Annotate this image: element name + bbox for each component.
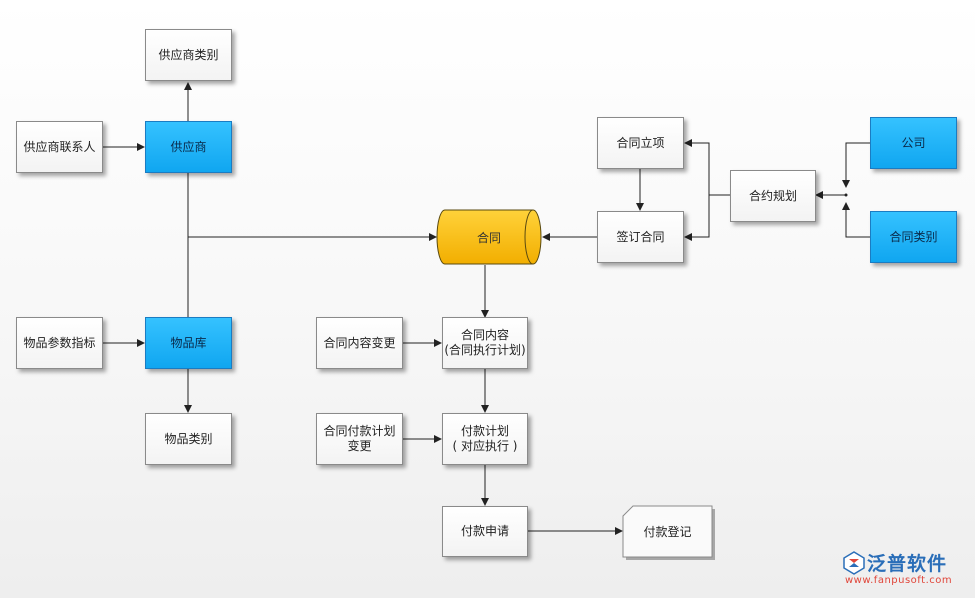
node-payment-plan: 付款计划 ( 对应执行 ) <box>442 413 528 465</box>
node-payment-register: 付款登记 <box>643 525 692 539</box>
node-supplier-contact: 供应商联系人 <box>16 121 103 173</box>
node-item-category: 物品类别 <box>145 413 232 465</box>
brand-logo: 泛普软件 www.fanpusoft.com <box>843 549 968 589</box>
node-company: 公司 <box>870 117 957 169</box>
node-payment-request: 付款申请 <box>442 506 528 557</box>
node-contract-category: 合同类别 <box>870 211 957 263</box>
node-item-param: 物品参数指标 <box>16 317 103 369</box>
contract-cylinder-shape <box>436 209 542 265</box>
node-contract-content-change: 合同内容变更 <box>316 317 403 369</box>
logo-mark-icon <box>843 551 865 575</box>
logo-title: 泛普软件 <box>867 553 948 575</box>
node-contract-plan: 合约规划 <box>730 170 816 222</box>
junction-dot <box>844 193 848 197</box>
payment-register-shape <box>622 505 715 560</box>
node-contract-content: 合同内容 (合同执行计划) <box>442 317 528 369</box>
logo-url: www.fanpusoft.com <box>845 575 953 586</box>
node-supplier-category: 供应商类别 <box>145 29 232 81</box>
node-payment-plan-change: 合同付款计划 变更 <box>316 413 403 465</box>
node-supplier: 供应商 <box>145 121 232 173</box>
node-contract: 合同 <box>476 230 501 245</box>
arrow-plan-to-setup <box>684 139 710 195</box>
node-contract-sign: 签订合同 <box>597 211 684 263</box>
arrow-category-to-junction <box>842 202 870 238</box>
node-contract-setup: 合同立项 <box>597 117 684 169</box>
node-item-library: 物品库 <box>145 317 232 369</box>
arrow-plan-to-sign <box>684 195 710 241</box>
arrow-company-to-junction <box>842 142 870 188</box>
